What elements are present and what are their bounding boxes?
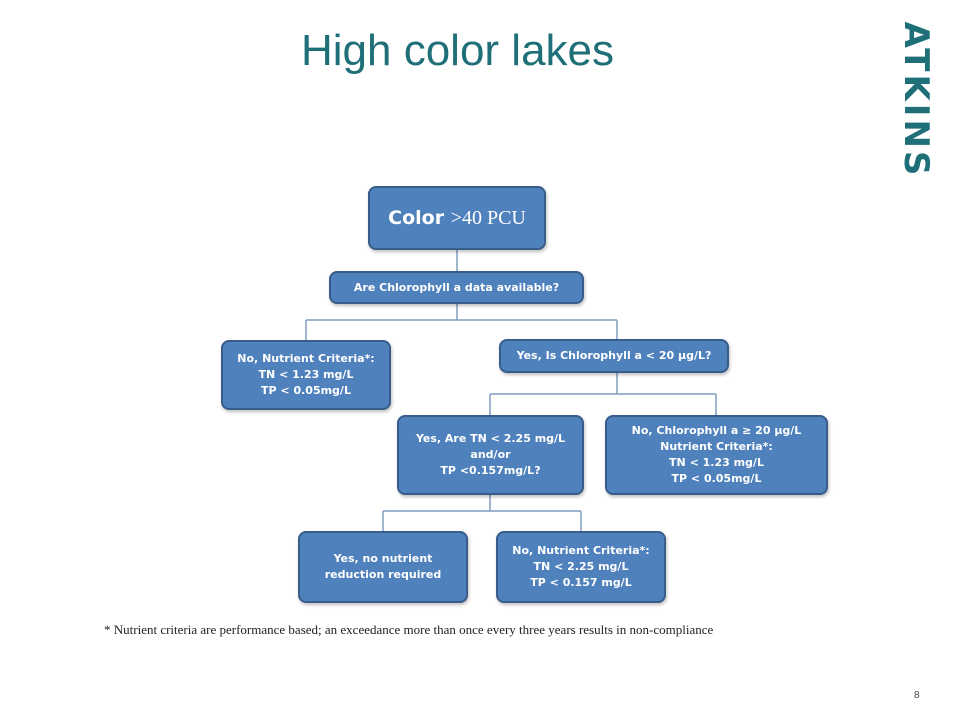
page-number: 8 (914, 690, 920, 701)
node-text: reduction required (324, 568, 442, 581)
flow-node-tn-tp-question: Yes, Are TN < 2.25 mg/L and/or TP <0.157… (397, 415, 584, 495)
node-text: No, Chlorophyll a ≥ 20 µg/L (631, 424, 802, 437)
node-text: TN < 2.25 mg/L (533, 560, 629, 573)
node-text: Yes, Is Chlorophyll a < 20 µg/L? (516, 349, 712, 362)
flow-node-chlorophyll-question: Are Chlorophyll a data available? (329, 271, 584, 304)
flow-node-chlorophyll-threshold: Yes, Is Chlorophyll a < 20 µg/L? (499, 339, 729, 373)
node-text: Are Chlorophyll a data available? (353, 280, 560, 294)
node-text: TP < 0.05mg/L (671, 472, 762, 485)
root-threshold: >40 PCU (450, 207, 526, 229)
node-text: TP <0.157mg/L? (440, 464, 541, 477)
node-text: TN < 1.23 mg/L (258, 368, 354, 381)
node-text: Yes, no nutrient (333, 552, 433, 565)
node-text: Nutrient Criteria*: (660, 440, 773, 453)
flow-node-tn-tp-criteria: No, Nutrient Criteria*: TN < 2.25 mg/L T… (496, 531, 666, 603)
flow-node-no-data-criteria: No, Nutrient Criteria*: TN < 1.23 mg/L T… (221, 340, 391, 410)
node-text: No, Nutrient Criteria*: (237, 352, 375, 365)
slide-title: High color lakes (300, 26, 615, 75)
flow-node-high-chlorophyll-criteria: No, Chlorophyll a ≥ 20 µg/L Nutrient Cri… (605, 415, 828, 495)
flow-node-no-reduction: Yes, no nutrient reduction required (298, 531, 468, 603)
flow-node-color: Color >40 PCU (368, 186, 546, 250)
node-text: and/or (470, 448, 511, 461)
footnote: * Nutrient criteria are performance base… (104, 622, 714, 637)
node-text: TP < 0.157 mg/L (530, 576, 632, 589)
node-text: Yes, Are TN < 2.25 mg/L (415, 432, 566, 445)
node-text: No, Nutrient Criteria*: (512, 544, 650, 557)
root-label: Color (388, 207, 445, 229)
node-text: TP < 0.05mg/L (261, 384, 351, 397)
node-text: TN < 1.23 mg/L (669, 456, 764, 469)
